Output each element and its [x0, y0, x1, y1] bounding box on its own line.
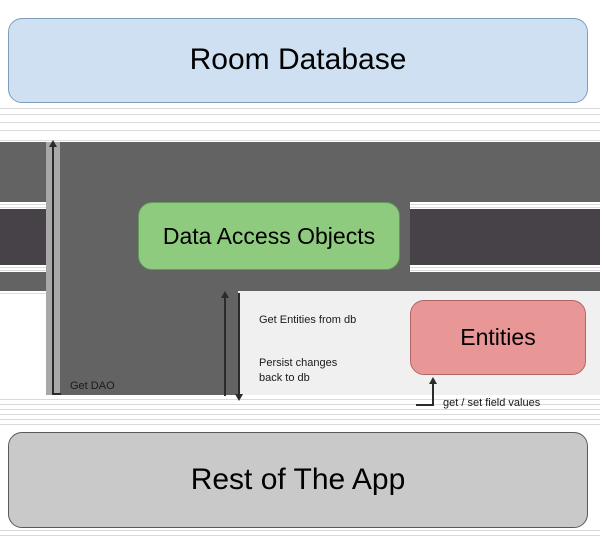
node-room-database[interactable]: Room Database	[8, 18, 588, 103]
hairline	[0, 140, 600, 141]
arrowhead-get-set	[429, 377, 437, 384]
panel-backdrop-lower	[60, 291, 225, 395]
scanline	[0, 535, 600, 536]
scanline	[0, 114, 600, 115]
connector-label-persist: Persist changes back to db	[259, 357, 338, 384]
scanline	[0, 108, 600, 109]
connector-label-get-entities: Get Entities from db	[259, 314, 357, 326]
scanline	[0, 424, 600, 425]
scanline	[0, 399, 600, 400]
arrowhead-get-entities	[221, 291, 229, 298]
arrowhead-get-dao	[49, 140, 57, 147]
node-rest-of-the-app[interactable]: Rest of The App	[8, 432, 588, 528]
connector-line-persist	[238, 293, 240, 395]
node-entities[interactable]: Entities	[410, 300, 586, 375]
arrowhead-persist	[235, 394, 243, 401]
scanline	[0, 414, 600, 415]
connector-stub-get-dao	[52, 393, 61, 395]
scanline	[0, 122, 600, 123]
scanline	[0, 404, 600, 405]
scanline	[0, 530, 600, 531]
scanline	[0, 409, 600, 410]
connector-label-get-set: get / set field values	[443, 397, 541, 409]
connector-line-get-entities	[224, 296, 226, 396]
scanline	[0, 130, 600, 131]
connector-line-get-dao	[52, 145, 54, 395]
connector-line-get-set	[432, 382, 434, 406]
connector-label-get-dao: Get DAO	[70, 380, 115, 392]
scanline	[0, 419, 600, 420]
connector-stub-get-set	[416, 404, 434, 406]
node-data-access-objects[interactable]: Data Access Objects	[138, 202, 400, 270]
